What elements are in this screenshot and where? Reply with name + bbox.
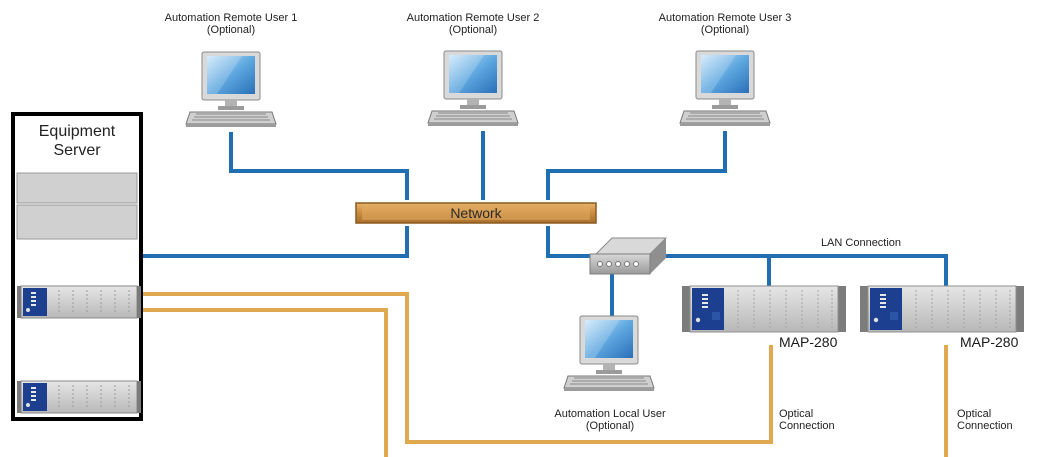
remote-user-3-computer-icon	[679, 50, 771, 127]
equipment-server-rack	[11, 112, 143, 421]
server-title-line-1: Equipment	[38, 123, 116, 140]
server-title: Equipment Server	[16, 122, 138, 160]
lan-link-server	[140, 226, 409, 258]
device-2-connection-line-1: Optical	[957, 408, 992, 420]
remote-user-1-note: (Optional)	[206, 24, 256, 36]
local-user-computer-icon	[563, 315, 655, 392]
remote-user-3-label: Automation Remote User 3 (Optional)	[635, 12, 815, 36]
lan-link-remote-user-1	[229, 132, 409, 200]
remote-user-2-note: (Optional)	[448, 24, 498, 36]
lan-links	[140, 131, 948, 316]
optical-links	[140, 292, 948, 457]
network-switch-icon	[589, 237, 668, 275]
device-2-connection-line-2: Connection	[957, 420, 1013, 432]
remote-user-3-name: Automation Remote User 3	[658, 12, 792, 24]
lan-connection-label: LAN Connection	[820, 237, 902, 249]
server-title-line-2: Server	[53, 142, 101, 159]
device-1-connection-label: Optical Connection	[779, 408, 835, 432]
network-label: Network	[450, 205, 502, 221]
remote-user-2-name: Automation Remote User 2	[406, 12, 540, 24]
device-2-model-label: MAP-280	[960, 334, 1019, 350]
remote-user-3-note: (Optional)	[700, 24, 750, 36]
lan-link-remote-user-3	[546, 131, 727, 200]
local-user-label: Automation Local User (Optional)	[520, 408, 700, 432]
device-1-connection-line-1: Optical	[779, 408, 814, 420]
remote-user-1-label: Automation Remote User 1 (Optional)	[141, 12, 321, 36]
server-map-module-1	[16, 285, 142, 319]
device-2-connection-label: Optical Connection	[957, 408, 1013, 432]
device-1-connection-line-2: Connection	[779, 420, 835, 432]
remote-user-1-computer-icon	[185, 51, 277, 128]
remote-user-2-label: Automation Remote User 2 (Optional)	[383, 12, 563, 36]
remote-user-1-name: Automation Remote User 1	[164, 12, 298, 24]
optical-link-device-2	[140, 308, 388, 457]
map-280-chassis-2-icon	[859, 285, 1025, 333]
lan-link-switch	[546, 226, 596, 258]
network-bar	[355, 202, 597, 224]
local-user-note: (Optional)	[585, 420, 635, 432]
local-user-name: Automation Local User	[554, 408, 666, 420]
map-280-chassis-1-icon	[681, 285, 847, 333]
remote-user-2-computer-icon	[427, 50, 519, 127]
optical-link-device-1	[140, 292, 773, 444]
server-map-module-2	[16, 380, 142, 414]
device-1-model-label: MAP-280	[779, 334, 838, 350]
